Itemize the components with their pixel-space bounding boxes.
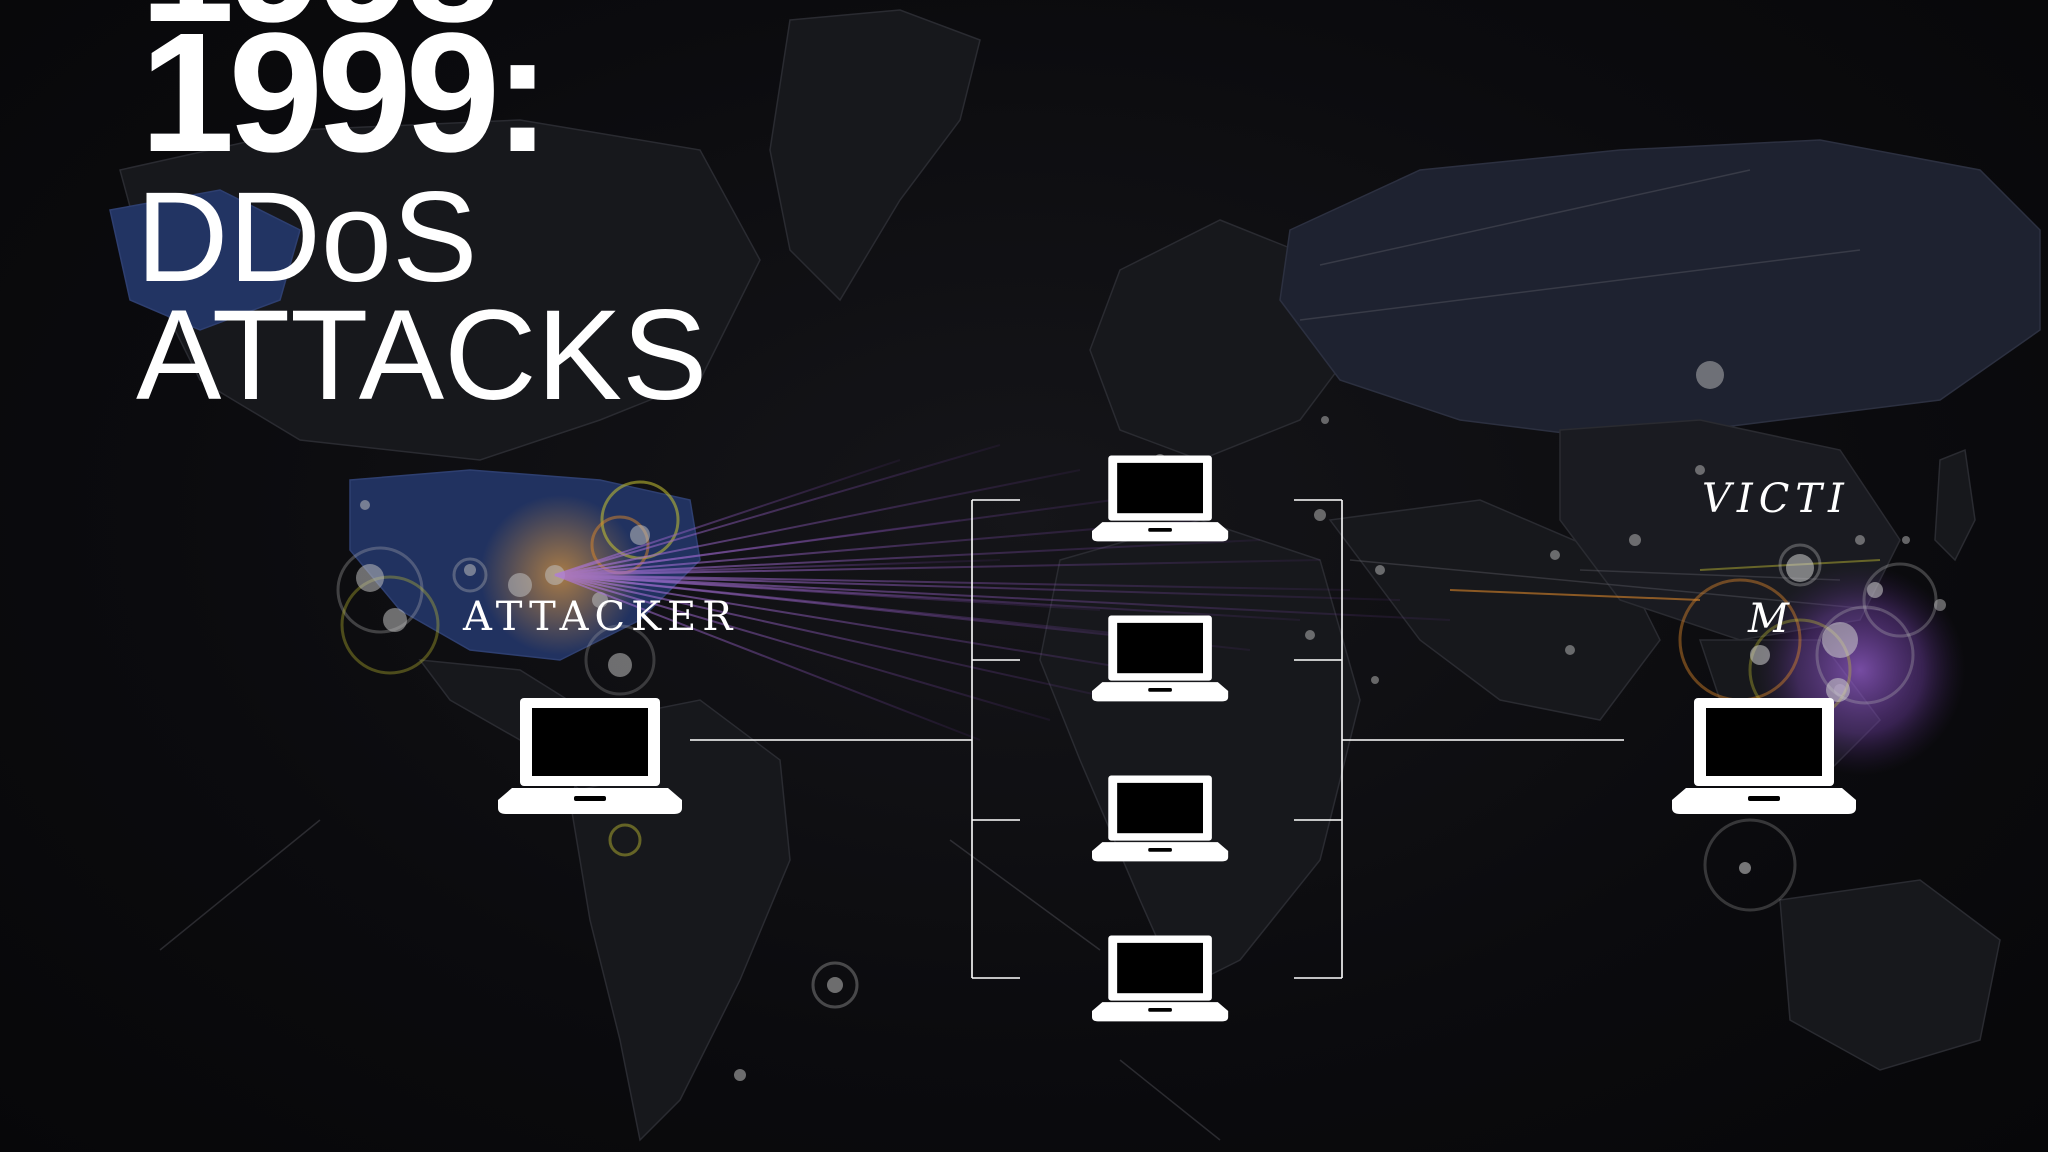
attacker-dots — [356, 500, 843, 1081]
title-year: 1999: — [140, 0, 551, 188]
victim-label-line1: VICTI — [1702, 476, 1850, 522]
victim-glow-rings — [1678, 543, 1938, 912]
attacker-laptop-icon — [498, 698, 682, 814]
victim-label-line2: M — [1748, 596, 1795, 642]
victim-dots — [1739, 554, 1883, 874]
title-attacks: ATTACKS — [136, 284, 708, 427]
zombie-laptop-icon-4 — [1092, 935, 1229, 1022]
connector-lines — [690, 499, 1624, 979]
victim-laptop-icon — [1672, 698, 1856, 814]
zombie-laptop-icon-1 — [1092, 455, 1229, 542]
zombie-laptop-icon-2 — [1092, 615, 1229, 702]
attacker-label: ATTACKER — [463, 594, 739, 640]
attack-beams — [554, 444, 1451, 741]
zombie-laptop-icon-3 — [1092, 775, 1229, 862]
title-ddos: DDoS — [136, 166, 478, 309]
